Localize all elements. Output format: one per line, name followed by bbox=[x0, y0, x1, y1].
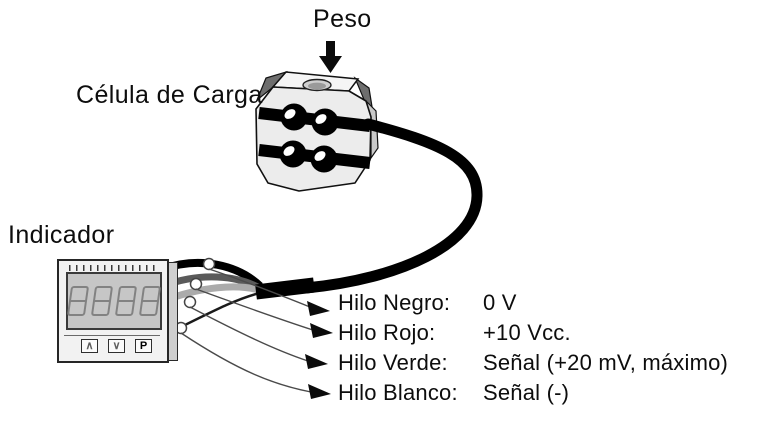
wire-row-black: Hilo Negro: 0 V bbox=[338, 288, 728, 318]
indicator-label: Indicador bbox=[8, 221, 115, 249]
weight-label: Peso bbox=[313, 5, 372, 33]
hole-highlight bbox=[314, 151, 326, 161]
display-digits bbox=[66, 286, 162, 316]
load-cell-hole bbox=[279, 140, 307, 168]
arrowhead-icon bbox=[305, 354, 328, 369]
display-digit bbox=[138, 286, 162, 316]
indicator-divider bbox=[64, 335, 160, 336]
wire-value: +10 Vcc. bbox=[483, 320, 571, 345]
wire-legend: Hilo Negro: 0 V Hilo Rojo: +10 Vcc. Hilo… bbox=[338, 288, 728, 408]
wire-name: Hilo Rojo: bbox=[338, 320, 436, 345]
leader-line bbox=[195, 288, 314, 331]
load-cell-front-face bbox=[255, 86, 372, 192]
wire-value: Señal (-) bbox=[483, 380, 570, 405]
load-cell-hole bbox=[280, 103, 308, 131]
arrowhead-icon bbox=[307, 301, 330, 316]
arrowhead-icon bbox=[310, 323, 333, 338]
weight-arrow-icon bbox=[319, 41, 342, 73]
load-cell-cable bbox=[300, 118, 483, 294]
wire-value: Señal (+20 mV, máximo) bbox=[483, 350, 729, 375]
hole-highlight bbox=[283, 146, 295, 156]
indicator-device: ∧ ∨ P bbox=[57, 259, 169, 363]
wire-row-white: Hilo Blanco: Señal (-) bbox=[338, 378, 728, 408]
display-digit bbox=[90, 286, 114, 316]
wire-value: 0 V bbox=[483, 290, 517, 315]
indicator-side-panel bbox=[168, 262, 178, 361]
wire-name: Hilo Negro: bbox=[338, 290, 451, 315]
load-cell-drawing bbox=[255, 70, 379, 192]
load-cell-hole bbox=[310, 145, 338, 173]
arrowhead-icon bbox=[308, 384, 331, 399]
up-button: ∧ bbox=[81, 339, 98, 353]
wire-row-green: Hilo Verde: Señal (+20 mV, máximo) bbox=[338, 348, 728, 378]
program-button: P bbox=[135, 339, 152, 353]
wire-row-red: Hilo Rojo: +10 Vcc. bbox=[338, 318, 728, 348]
wire-name: Hilo Blanco: bbox=[338, 380, 458, 405]
load-cell-label: Célula de Carga bbox=[76, 81, 263, 109]
hole-highlight bbox=[315, 114, 327, 124]
indicator-display bbox=[66, 272, 162, 330]
leader-line bbox=[180, 332, 312, 393]
load-cell-top-hole-inner bbox=[308, 82, 326, 90]
display-digit bbox=[66, 286, 90, 316]
load-cell-hole bbox=[311, 108, 339, 136]
leader-line bbox=[208, 268, 311, 308]
callout-circle-black bbox=[202, 257, 216, 271]
cable-sheath-end bbox=[255, 277, 315, 300]
hole-highlight bbox=[284, 109, 296, 119]
leader-line bbox=[189, 306, 309, 362]
callout-circle-red bbox=[189, 277, 203, 291]
callout-circle-green bbox=[183, 295, 197, 309]
wire-name: Hilo Verde: bbox=[338, 350, 448, 375]
down-button: ∨ bbox=[108, 339, 125, 353]
indicator-ticks bbox=[69, 265, 159, 271]
display-digit bbox=[114, 286, 138, 316]
